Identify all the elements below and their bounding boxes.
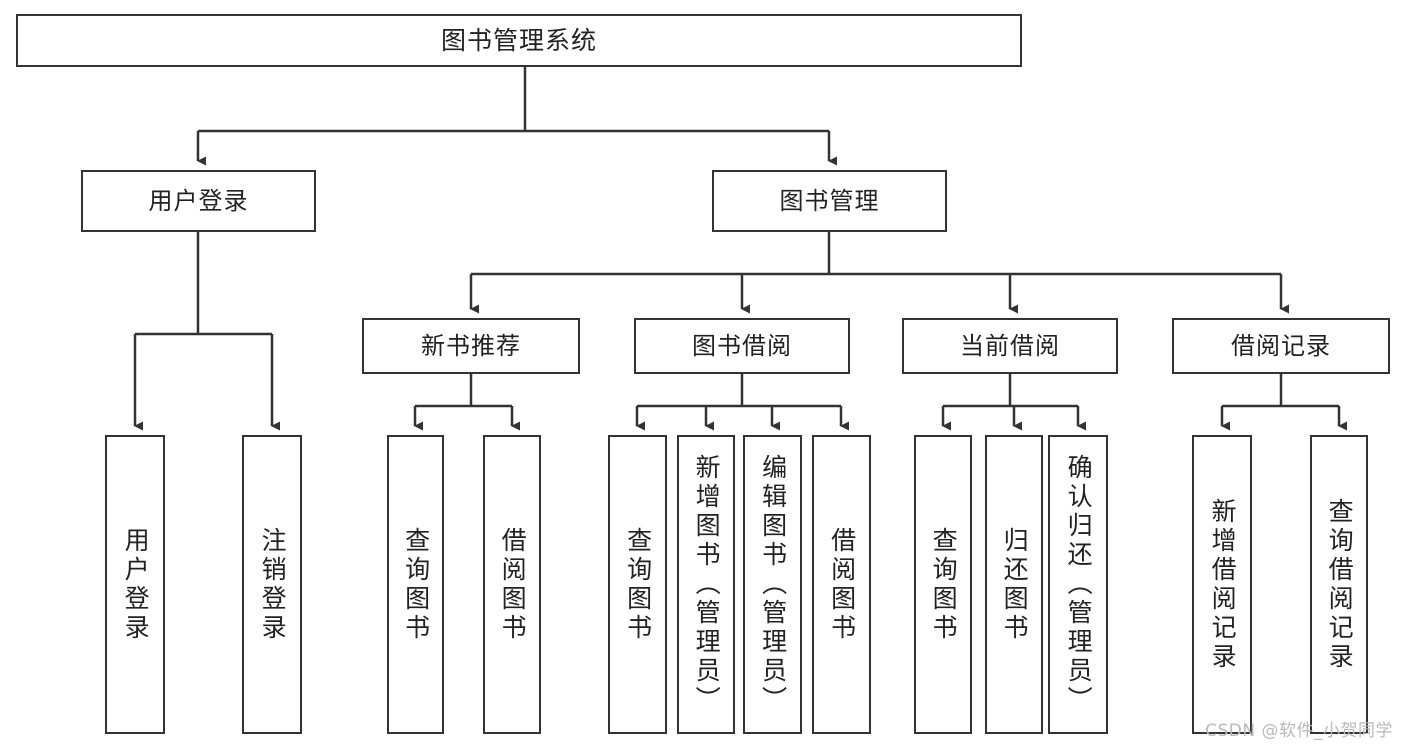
node-borrow-record[interactable]: 借阅记录 — [1172, 318, 1390, 374]
leaf-query-book-current[interactable]: 查询图书 — [914, 435, 972, 734]
node-label: 编辑图书（管理员） — [758, 454, 788, 715]
node-label: 查询图书 — [623, 526, 653, 643]
leaf-edit-book-admin[interactable]: 编辑图书（管理员） — [743, 435, 802, 734]
node-label: 图书借阅 — [692, 331, 792, 360]
node-new-book-recommend[interactable]: 新书推荐 — [362, 318, 580, 374]
node-label: 查询图书 — [401, 526, 431, 643]
csdn-watermark: CSDN @软件_小贺同学 — [1205, 721, 1393, 741]
leaf-query-book-borrow[interactable]: 查询图书 — [608, 435, 667, 734]
leaf-add-borrow-record[interactable]: 新增借阅记录 — [1192, 435, 1252, 734]
leaf-borrow-book[interactable]: 借阅图书 — [812, 435, 871, 734]
node-label: 新增图书（管理员） — [692, 454, 722, 715]
node-label: 借阅记录 — [1231, 331, 1331, 360]
node-label: 确认归还（管理员） — [1064, 454, 1094, 715]
leaf-query-book-recommend[interactable]: 查询图书 — [387, 435, 444, 734]
leaf-borrow-book-recommend[interactable]: 借阅图书 — [483, 435, 541, 734]
node-current-borrow[interactable]: 当前借阅 — [902, 318, 1118, 374]
node-label: 新增借阅记录 — [1208, 497, 1238, 672]
node-root-system[interactable]: 图书管理系统 — [16, 14, 1022, 67]
node-label: 借阅图书 — [498, 526, 528, 643]
node-label: 查询借阅记录 — [1325, 497, 1355, 672]
node-label: 新书推荐 — [421, 331, 521, 360]
node-label: 用户登录 — [148, 186, 249, 215]
node-label: 查询图书 — [929, 526, 959, 643]
leaf-return-book[interactable]: 归还图书 — [985, 435, 1043, 734]
leaf-confirm-return-admin[interactable]: 确认归还（管理员） — [1048, 435, 1108, 734]
node-label: 图书管理 — [779, 186, 880, 215]
node-label: 当前借阅 — [960, 331, 1060, 360]
leaf-add-book-admin[interactable]: 新增图书（管理员） — [677, 435, 735, 734]
node-book-management[interactable]: 图书管理 — [712, 170, 947, 232]
node-label: 借阅图书 — [827, 526, 857, 643]
leaf-user-login[interactable]: 用户登录 — [105, 435, 165, 734]
node-label: 注销登录 — [258, 526, 288, 643]
node-label: 用户登录 — [121, 526, 151, 643]
node-user-login[interactable]: 用户登录 — [81, 170, 316, 232]
leaf-logout[interactable]: 注销登录 — [242, 435, 302, 734]
leaf-query-borrow-record[interactable]: 查询借阅记录 — [1310, 435, 1368, 734]
node-label: 归还图书 — [1000, 526, 1030, 643]
node-label: 图书管理系统 — [440, 25, 597, 55]
node-book-borrow[interactable]: 图书借阅 — [634, 318, 850, 374]
